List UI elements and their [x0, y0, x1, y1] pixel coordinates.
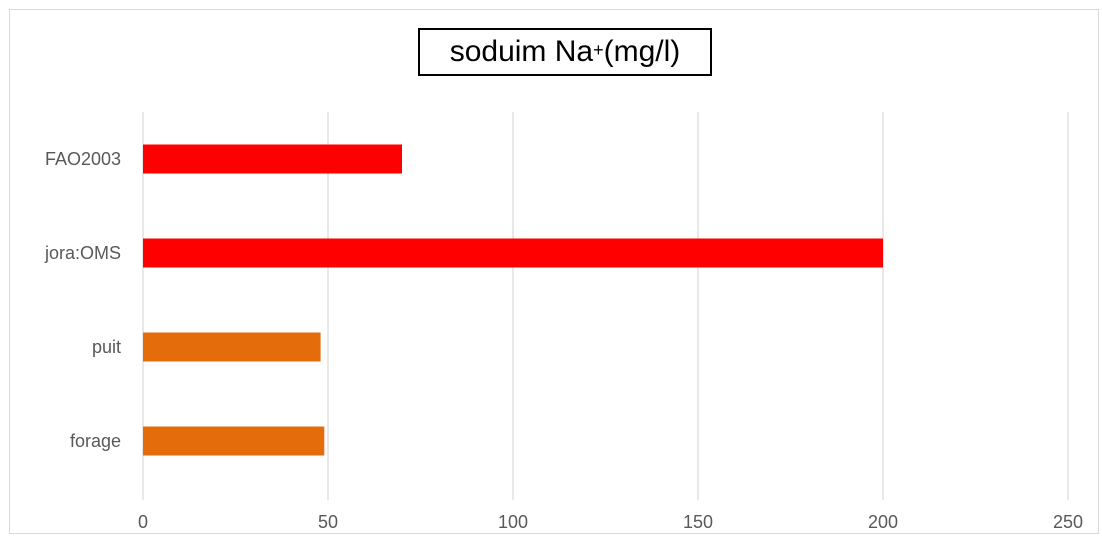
chart-title: soduim Na+ (mg/l) [418, 28, 712, 76]
x-tick-label-0: 0 [138, 512, 148, 532]
x-tick-label-150: 150 [683, 512, 713, 532]
category-label-jora-oms: jora:OMS [44, 243, 121, 263]
x-tick-label-250: 250 [1053, 512, 1083, 532]
x-tick-label-100: 100 [498, 512, 528, 532]
bar-fao2003 [143, 144, 402, 174]
chart-title-superscript: + [593, 39, 604, 60]
bars [143, 144, 883, 456]
category-labels: FAO2003 jora:OMS puit forage [44, 149, 121, 451]
x-tick-label-200: 200 [868, 512, 898, 532]
bar-puit [143, 332, 321, 362]
category-label-forage: forage [70, 431, 121, 451]
x-tick-label-50: 50 [318, 512, 338, 532]
x-tick-labels: 0 50 100 150 200 250 [138, 512, 1083, 532]
bar-forage [143, 426, 325, 456]
chart-title-main: soduim Na [449, 35, 594, 68]
chart-title-unit: (mg/l) [603, 35, 681, 68]
bar-jora-oms [143, 238, 883, 268]
category-label-puit: puit [92, 337, 121, 357]
category-label-fao2003: FAO2003 [45, 149, 121, 169]
gridlines [142, 112, 1069, 500]
